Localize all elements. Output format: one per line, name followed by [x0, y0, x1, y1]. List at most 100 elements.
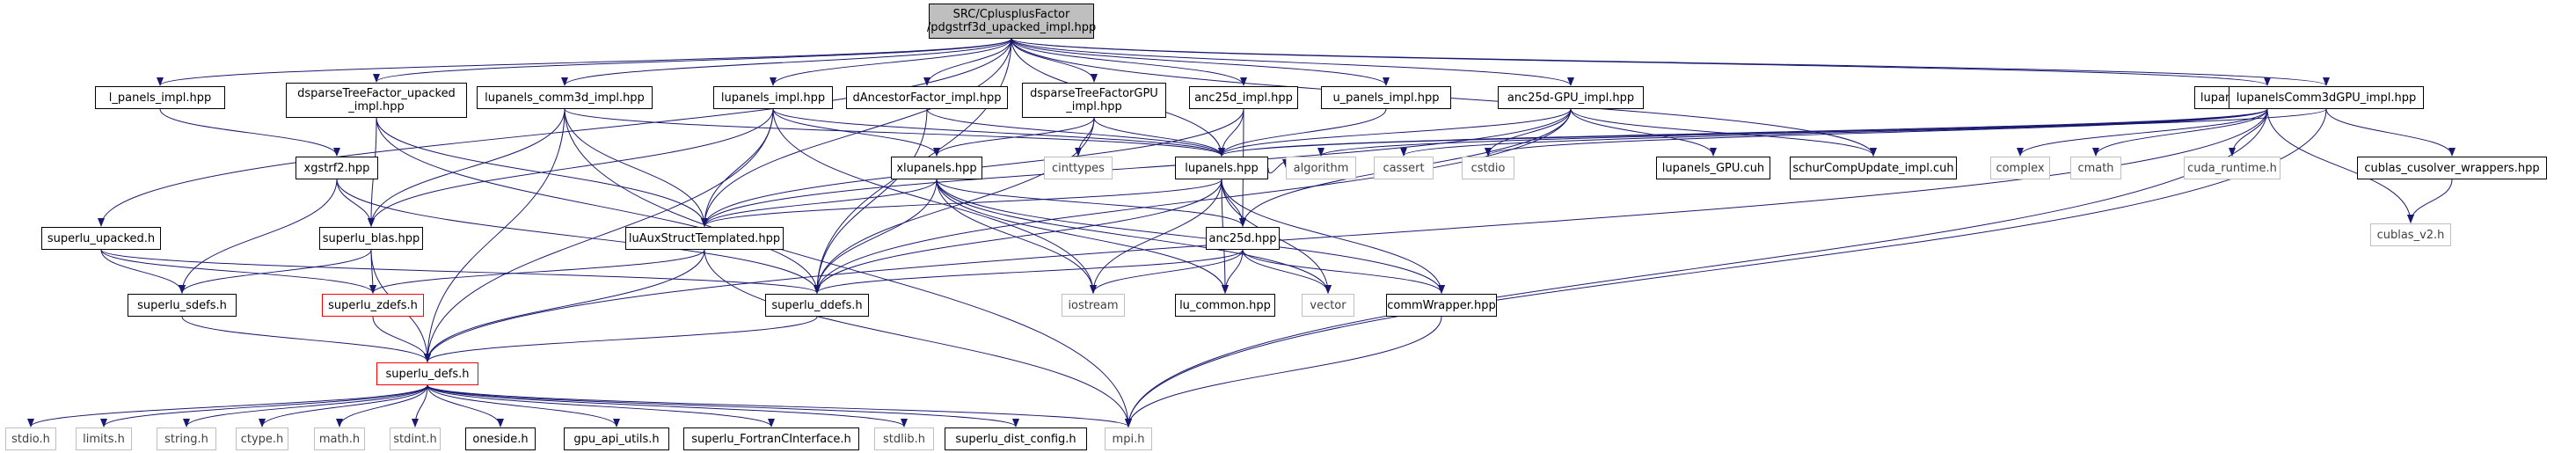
- edge-lupanels_comm3d-to-superlu_defs: [424, 108, 566, 362]
- edge-root-to-luAux: [701, 38, 1012, 227]
- edge-root-to-l_panels_impl: [157, 38, 1012, 86]
- node-superlu_ddefs[interactable]: superlu_ddefs.h: [765, 294, 869, 317]
- edge-superlu_defs-to-fortran: [427, 384, 775, 427]
- node-xlupanels[interactable]: xlupanels.hpp: [891, 157, 982, 179]
- edge-root-to-lupanels_impl: [770, 38, 1012, 86]
- node-u_panels_impl[interactable]: u_panels_impl.hpp: [1321, 86, 1451, 109]
- edge-anc25d-to-vector: [1242, 249, 1332, 294]
- node-anc25d_gpu[interactable]: anc25d-GPU_impl.hpp: [1498, 86, 1644, 109]
- node-lupanels_GPU_cuh[interactable]: lupanels_GPU.cuh: [1656, 157, 1770, 179]
- node-label: superlu_defs.h: [385, 367, 470, 381]
- node-xgstrf2[interactable]: xgstrf2.hpp: [296, 157, 378, 179]
- edge-dsparseGPU-to-xlupanels: [933, 117, 1095, 157]
- node-label: u_panels_impl.hpp: [1332, 91, 1440, 105]
- node-label: anc25d-GPU_impl.hpp: [1507, 91, 1635, 105]
- node-label: l_panels_impl.hpp: [108, 91, 212, 105]
- node-superlu_zdefs[interactable]: superlu_zdefs.h: [322, 294, 424, 317]
- node-cuda_runtime: cuda_runtime.h: [2184, 157, 2280, 179]
- node-root: SRC/CplusplusFactor/pdgstrf3d_upacked_im…: [926, 4, 1097, 39]
- edge-xgstrf2-to-superlu_sdefs: [179, 179, 338, 294]
- edge-lupanels_gpu_impl-to-cassert: [1400, 108, 2268, 157]
- edge-root-to-lupanelsComm3dGPU: [1011, 38, 2330, 86]
- node-fortran[interactable]: superlu_FortranCInterface.h: [683, 427, 859, 450]
- node-superlu_defs[interactable]: superlu_defs.h: [376, 362, 478, 385]
- node-label: superlu_blas.hpp: [322, 231, 420, 245]
- edge-xlupanels-to-anc25d: [936, 179, 1246, 227]
- node-dAncestor[interactable]: dAncestorFactor_impl.hpp: [846, 86, 1008, 109]
- node-label: dsparseTreeFactor_upacked: [297, 87, 456, 100]
- node-dsparseGPU[interactable]: dsparseTreeFactorGPU_impl.hpp: [1022, 83, 1166, 118]
- node-cassert: cassert: [1374, 157, 1434, 179]
- edge-dAncestor-to-superlu_ddefs: [814, 108, 928, 294]
- edge-lupanels-to-algorithm: [1267, 158, 1289, 174]
- node-lu_common[interactable]: lu_common.hpp: [1175, 294, 1275, 317]
- edge-dsparse_upacked-to-superlu_ddefs: [376, 117, 821, 294]
- edge-lupanels-to-luAux: [701, 179, 1222, 227]
- node-complex: complex: [1990, 157, 2050, 179]
- node-lupanels_impl[interactable]: lupanels_impl.hpp: [713, 86, 833, 109]
- node-luAux[interactable]: luAuxStructTemplated.hpp: [625, 227, 784, 250]
- node-l_panels_impl[interactable]: l_panels_impl.hpp: [95, 86, 225, 109]
- node-lupanelsComm3dGPU[interactable]: lupanelsComm3dGPU_impl.hpp: [2229, 86, 2424, 109]
- node-cublas_cusolver[interactable]: cublas_cusolver_wrappers.hpp: [2357, 157, 2547, 179]
- node-iostream: iostream: [1062, 294, 1125, 317]
- node-label: superlu_zdefs.h: [328, 298, 418, 312]
- node-label: algorithm: [1293, 161, 1349, 175]
- edge-u_panels_impl-to-lupanels: [1218, 108, 1387, 157]
- node-math: math.h: [314, 427, 365, 450]
- edge-superlu_defs-to-limits: [100, 384, 428, 427]
- node-anc25d_impl[interactable]: anc25d_impl.hpp: [1189, 86, 1298, 109]
- edge-anc25d-to-iostream: [1090, 249, 1244, 294]
- node-dsparse_upacked[interactable]: dsparseTreeFactor_upacked_impl.hpp: [286, 83, 467, 118]
- node-lupanels[interactable]: lupanels.hpp: [1175, 157, 1268, 179]
- node-label: lupanels_GPU.cuh: [1661, 161, 1765, 175]
- node-vector: vector: [1302, 294, 1354, 317]
- node-label: luAuxStructTemplated.hpp: [628, 231, 781, 245]
- node-commWrapper[interactable]: commWrapper.hpp: [1386, 294, 1497, 317]
- node-label: xlupanels.hpp: [896, 161, 977, 175]
- node-label: SRC/CplusplusFactor: [952, 8, 1070, 21]
- edge-lupanels_gpu_impl-to-superlu_defs: [424, 108, 2268, 362]
- edge-superlu_upacked-to-superlu_ddefs: [100, 249, 821, 294]
- edge-lupanels_impl-to-xlupanels: [772, 108, 940, 157]
- edge-anc25d_gpu-to-lupanels: [1218, 108, 1572, 157]
- edge-superlu_blas-to-superlu_zdefs: [369, 249, 376, 294]
- edge-superlu_defs-to-stdio: [27, 384, 428, 427]
- edge-anc25d_gpu-to-luAux: [701, 108, 1572, 227]
- node-superlu_blas[interactable]: superlu_blas.hpp: [319, 227, 423, 250]
- edge-luAux-to-mpi: [704, 249, 1132, 427]
- node-limits: limits.h: [76, 427, 132, 450]
- node-label: superlu_upacked.h: [47, 231, 156, 245]
- node-label: anc25d_impl.hpp: [1194, 91, 1293, 105]
- node-label: anc25d.hpp: [1208, 231, 1277, 245]
- node-superlu_upacked[interactable]: superlu_upacked.h: [41, 227, 161, 250]
- node-label: cuda_runtime.h: [2187, 161, 2277, 175]
- edge-lupanels_gpu_impl-to-lupanels: [1218, 108, 2268, 157]
- edge-anc25d_gpu-to-schur: [1570, 108, 1877, 157]
- edge-lupanels-to-iostream: [1090, 179, 1222, 294]
- node-superlu_sdefs[interactable]: superlu_sdefs.h: [128, 294, 237, 317]
- edge-lupanelsComm3dGPU-to-cublas_cusolver: [2325, 108, 2456, 157]
- node-label: string.h: [164, 432, 208, 446]
- edge-superlu_defs-to-dist_config: [427, 384, 1019, 427]
- node-gpu_api[interactable]: gpu_api_utils.h: [564, 427, 669, 450]
- edge-lupanels_comm3d-to-lupanels: [564, 108, 1225, 157]
- node-dist_config[interactable]: superlu_dist_config.h: [945, 427, 1087, 450]
- node-anc25d[interactable]: anc25d.hpp: [1206, 227, 1280, 250]
- edge-l_panels_impl-to-xgstrf2: [159, 108, 340, 157]
- edge-lupanels_comm3d-to-luAux: [564, 108, 708, 227]
- node-label: /pdgstrf3d_upacked_impl.hpp: [926, 21, 1097, 34]
- edge-superlu_ddefs-to-superlu_defs: [424, 316, 818, 362]
- edge-superlu_defs-to-stdlib: [427, 384, 908, 427]
- node-label: cassert: [1383, 161, 1425, 175]
- node-label: cublas_v2.h: [2376, 228, 2445, 242]
- node-label: cublas_cusolver_wrappers.hpp: [2364, 161, 2540, 175]
- edge-lupanels_gpu_impl-to-complex: [2017, 108, 2268, 157]
- edge-superlu_defs-to-gpu_api: [427, 384, 620, 427]
- node-label: lupanelsComm3dGPU_impl.hpp: [2236, 91, 2417, 105]
- node-oneside[interactable]: oneside.h: [465, 427, 536, 450]
- node-lupanels_comm3d[interactable]: lupanels_comm3d_impl.hpp: [477, 86, 653, 109]
- node-algorithm: algorithm: [1286, 157, 1356, 179]
- node-schur[interactable]: schurCompUpdate_impl.cuh: [1790, 157, 1957, 179]
- node-label: ctype.h: [240, 432, 284, 446]
